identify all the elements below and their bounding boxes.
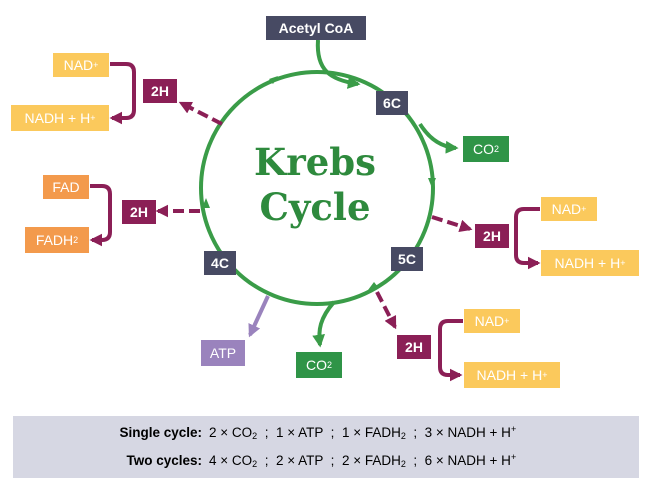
title-line-1: Krebs [254,140,376,184]
co2-yield-sub: 2 [252,459,258,469]
co2-b-text: CO [305,357,327,373]
fadh-yield-text: 2 × FADH [341,453,401,468]
hydrogen-box-top-left: 2H [143,79,177,103]
reduction-bracket [109,62,136,125]
nad-box-right-lower: NAD+ [464,309,520,333]
separator: ; [413,453,418,468]
ring-arrowhead [428,178,436,188]
separator: ; [413,425,418,440]
hydrogen-box-right-lower: 2H [397,335,431,359]
four-carbon-box: 4C [204,251,236,275]
hydrogen-box-right-upper: 2H [475,224,509,248]
fadh-yield-sub: 2 [400,459,406,469]
nadh-yield-sup: + [510,452,517,462]
separator: ; [264,453,269,468]
summary-values: 2 × CO2 ; 1 × ATP ; 1 × FADH2 ; 3 × NADH… [209,421,516,445]
nadh-yield: 3 × NADH + H+ [424,424,517,441]
summary-row-double: Two cycles: 4 × CO2 ; 2 × ATP ; 2 × FADH… [13,449,639,473]
six-carbon-box: 6C [376,91,408,115]
nad-text: NAD [474,313,505,329]
nadh-yield-text: 3 × NADH + H [424,425,511,440]
separator: ; [264,425,269,440]
fadh-yield: 2 × FADH2 [341,453,406,469]
summary-panel: Single cycle: 2 × CO2 ; 1 × ATP ; 1 × FA… [13,416,639,478]
nadh-yield-text: 6 × NADH + H [424,453,511,468]
nadh-box-top-left: NADH + H+ [11,105,109,131]
ring-arrowhead [269,76,278,84]
atp-yield: 2 × ATP [275,453,324,468]
fadh-yield: 1 × FADH2 [341,425,406,441]
nadh-text: NADH + H [476,367,543,383]
nadh-box-right-lower: NADH + H+ [464,362,560,388]
nad-box-top-left: NAD+ [53,53,109,77]
reduction-bracket [514,207,541,270]
fad-box: FAD [43,175,89,199]
atp-release-arrow [248,295,270,338]
reduction-bracket [438,319,463,382]
co2-yield: 4 × CO2 [209,453,258,469]
nad-box-right-upper: NAD+ [541,197,597,221]
nadh-yield-sup: + [510,424,517,434]
co2-release-arrow-b [312,300,336,348]
co2-yield-sub: 2 [252,431,258,441]
ring-arrowhead [202,198,210,208]
hydrogen-arrow [178,101,223,126]
summary-values: 4 × CO2 ; 2 × ATP ; 2 × FADH2 ; 6 × NADH… [209,449,516,473]
fadh-yield-text: 1 × FADH [341,425,401,440]
five-carbon-box: 5C [391,247,423,271]
fadh-yield-sub: 2 [400,431,406,441]
diagram-title: Krebs Cycle [215,140,415,230]
co2-a-text: CO [472,141,494,157]
nadh-yield: 6 × NADH + H+ [424,452,517,469]
co2-yield-text: 2 × CO [209,425,253,440]
ring-arrowhead [368,282,378,290]
summary-row-single: Single cycle: 2 × CO2 ; 1 × ATP ; 1 × FA… [13,421,639,445]
co2-yield: 2 × CO2 [209,425,258,441]
co2-yield-text: 4 × CO [209,453,253,468]
nadh-text: NADH + H [554,255,621,271]
hydrogen-arrow [431,215,473,233]
hydrogen-box-middle-left: 2H [122,200,156,224]
title-line-2: Cycle [259,185,371,229]
reduction-bracket [89,184,112,247]
fadh-text: FADH [35,232,74,248]
acetyl-entry-arrow [315,39,361,89]
separator: ; [330,425,335,440]
summary-label: Single cycle: [119,425,202,440]
nad-text: NAD [551,201,582,217]
nadh-box-right-upper: NADH + H+ [541,250,639,276]
nad-text: NAD [63,57,94,73]
atp-yield: 1 × ATP [275,425,324,440]
summary-label: Two cycles: [126,453,202,468]
co2-release-arrow-a [418,122,459,154]
hydrogen-arrow [375,291,397,330]
acetyl-coa-box: Acetyl CoA [266,16,366,40]
cycle-ring [199,70,435,306]
atp-box: ATP [201,340,245,366]
separator: ; [330,453,335,468]
nadh-text: NADH + H [24,110,91,126]
